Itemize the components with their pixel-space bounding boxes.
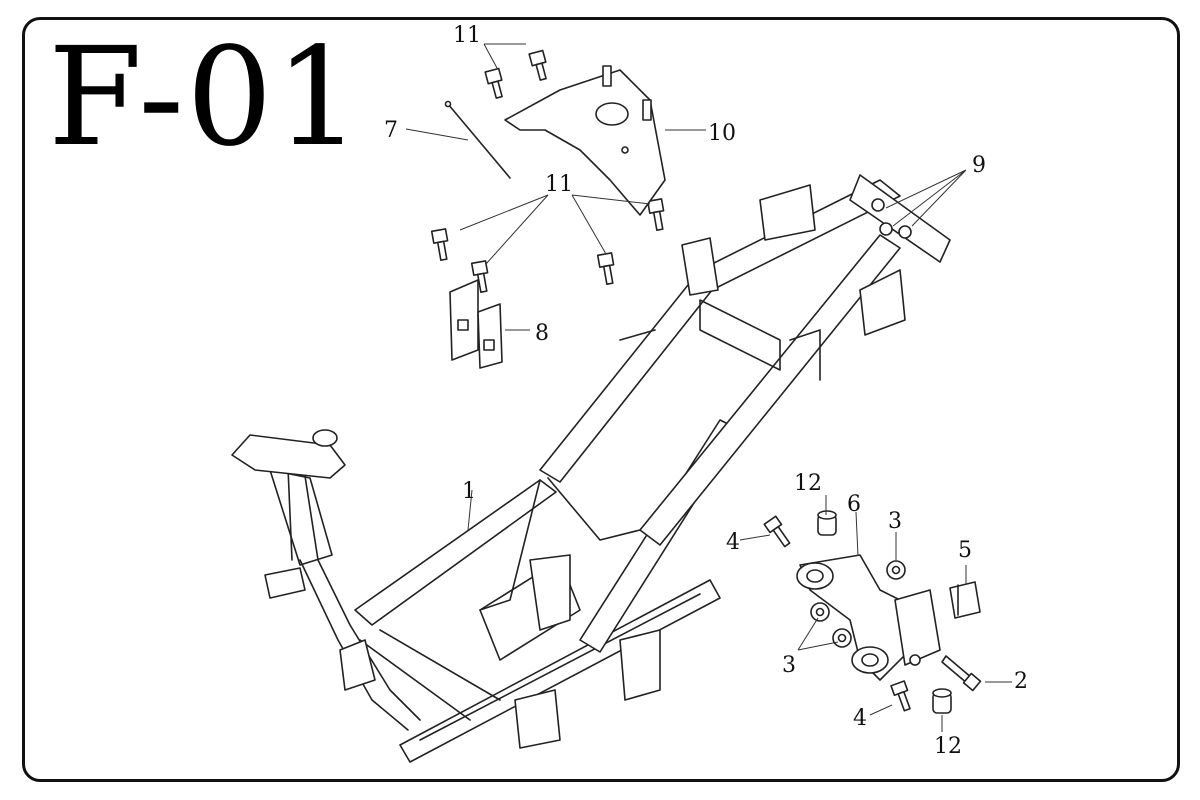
page-code: F-01 — [48, 19, 364, 177]
callout-7: 7 — [384, 118, 398, 143]
callout-2: 2 — [1014, 669, 1028, 694]
bracket-8 — [449, 279, 503, 369]
callout-5: 5 — [958, 538, 972, 563]
main-frame — [231, 174, 951, 763]
callout-8: 8 — [535, 321, 549, 346]
guard-plate-10 — [504, 65, 666, 216]
bolts-4 — [763, 515, 911, 712]
callout-12-lower: 12 — [934, 734, 962, 759]
callouts: 11 7 10 9 11 8 1 12 6 3 4 5 3 2 4 12 — [384, 23, 1028, 759]
stopper-5 — [949, 581, 981, 619]
callout-10: 10 — [708, 121, 736, 146]
cable-7 — [444, 100, 511, 179]
leader-lines — [405, 43, 1012, 732]
callout-11-middle: 11 — [545, 172, 573, 197]
callout-1: 1 — [462, 479, 476, 504]
nuts-9 — [871, 198, 912, 239]
bolt-2 — [941, 655, 982, 692]
callout-6: 6 — [847, 492, 861, 517]
callout-4-lower: 4 — [853, 706, 867, 731]
callout-4-upper: 4 — [726, 530, 740, 555]
bolts-11 — [430, 49, 665, 293]
callout-3-left: 3 — [782, 653, 796, 678]
callout-12-upper: 12 — [794, 471, 822, 496]
bushings-12 — [817, 510, 952, 714]
callout-11-top: 11 — [453, 23, 481, 48]
engine-hanger-6 — [796, 554, 941, 681]
callout-9: 9 — [972, 153, 986, 178]
callout-3-top: 3 — [888, 509, 902, 534]
